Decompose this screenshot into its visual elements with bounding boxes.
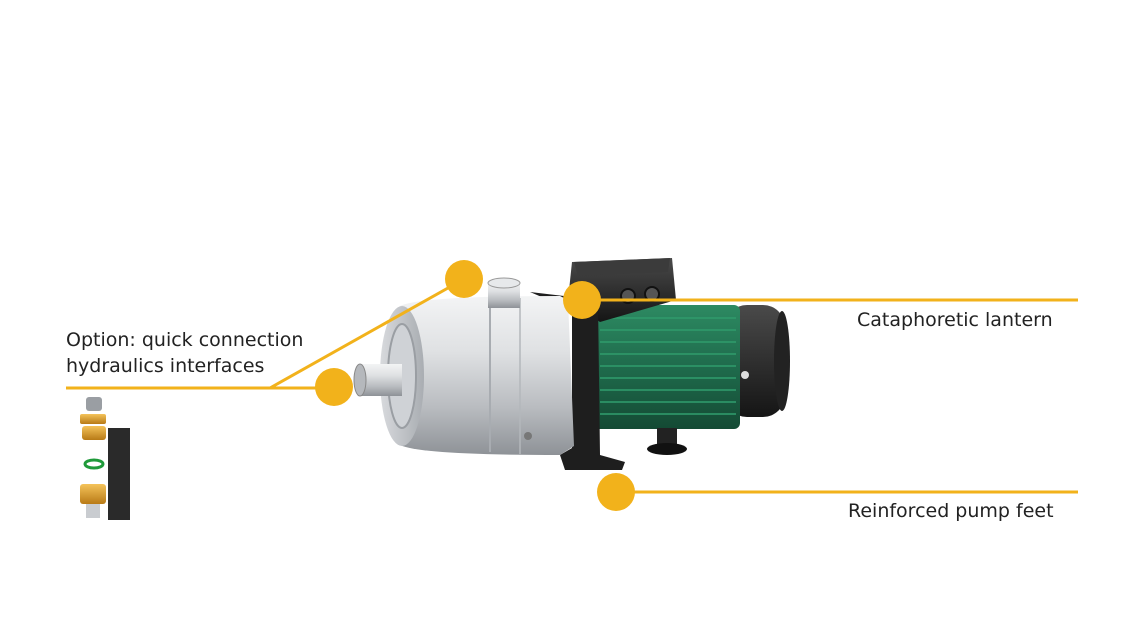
pump-housing	[380, 296, 574, 455]
callout-dot-lantern	[563, 281, 601, 319]
callout-dot-outlet	[445, 260, 483, 298]
callout-dot-feet	[597, 473, 635, 511]
lantern-bracket	[530, 292, 625, 470]
motor-body	[592, 305, 749, 429]
discharge-outlet	[487, 277, 521, 308]
quick-connection-parts	[80, 397, 130, 520]
motor-foot	[647, 428, 687, 455]
callout-label-line2: hydraulics interfaces	[66, 355, 265, 377]
callout-label-pump-feet: Reinforced pump feet	[848, 500, 1054, 522]
callout-lines	[66, 277, 1078, 494]
callout-label-lantern: Cataphoretic lantern	[857, 309, 1053, 331]
suction-inlet	[353, 363, 402, 397]
callout-dot-inlet	[315, 368, 353, 406]
callout-label-quick-connection: Option: quick connection hydraulics inte…	[66, 327, 303, 379]
callout-label-line1: Option: quick connection	[66, 329, 304, 351]
